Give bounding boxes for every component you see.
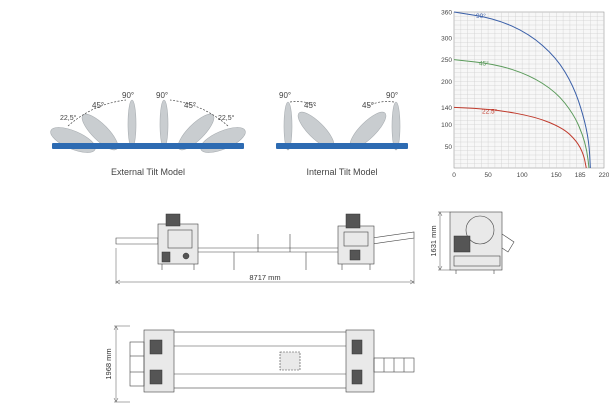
angle-label: 45° [362,101,374,110]
angle-label: 22,5° [218,114,235,122]
roller-table-left [129,341,145,387]
right-cutting-head [337,213,375,270]
y-tick-label: 360 [441,10,452,17]
series-line [453,59,590,169]
angle-label: 45° [184,101,196,110]
support-bar [276,143,408,149]
series-label: 45° [479,60,489,68]
series-line [453,106,587,169]
length-dimension-label: 8717 mm [249,273,280,282]
cutting-capacity-chart: 90° 45° 22.5° 0 50 100 150 185 220 50 100 140 200 25… [441,10,609,180]
series-label: 22.5° [482,107,498,115]
x-tick-label: 50 [484,172,492,179]
y-tick-label: 200 [441,79,452,86]
external-tilt-diagram: 22,5° 45° 90° 90° 45° 22,5° External Til… [50,91,246,177]
left-head-top [143,329,175,393]
y-tick-label: 50 [445,144,453,151]
side-profile [449,211,515,274]
blade-right-90 [391,101,401,151]
y-tick-label: 140 [441,105,452,112]
y-tick-label: 100 [441,122,452,129]
x-tick-label: 100 [517,172,528,179]
internal-tilt-caption: Internal Tilt Model [306,167,377,177]
left-cutting-head [157,213,199,270]
y-tick-label: 300 [441,36,452,43]
angle-label: 22,5° [60,114,77,122]
angle-label: 90° [156,91,168,100]
x-tick-label: 220 [599,172,609,179]
blade-right-90 [159,99,169,149]
x-tick-label: 0 [452,172,456,179]
blade-left-90 [127,99,137,149]
right-roller-table [371,231,415,245]
y-tick-label: 250 [441,57,452,64]
right-head-top [345,329,375,393]
depth-dimension-label: 1968 mm [104,348,113,379]
front-elevation-drawing: 8717 mm [115,213,415,285]
blade-left-90 [283,101,293,151]
angle-label: 90° [279,91,291,100]
chart-series: 90° 45° 22.5° [453,11,591,169]
roller-table-right [373,357,415,373]
series-line [453,11,591,169]
x-tick-label: 185 [575,172,586,179]
top-frame [159,331,355,389]
side-view-drawing: 1631 mm [429,211,515,274]
tilt-arc-left [67,99,127,127]
height-dimension-label: 1631 mm [429,225,438,256]
series-label: 90° [476,12,486,20]
support-bar [52,143,244,149]
angle-label: 90° [386,91,398,100]
angle-label: 45° [92,101,104,110]
chart-grid [453,11,605,169]
angle-label: 45° [304,101,316,110]
x-tick-label: 150 [551,172,562,179]
external-tilt-caption: External Tilt Model [111,167,185,177]
tilt-arc-right [169,99,229,127]
left-roller-table [115,237,159,245]
internal-tilt-diagram: 90° 45° 45° 90° Internal Tilt Model [276,91,408,177]
angle-label: 90° [122,91,134,100]
top-view-drawing: 1968 mm [104,325,415,403]
chart-ticks: 0 50 100 150 185 220 50 100 140 200 250 300 360 [441,10,609,180]
